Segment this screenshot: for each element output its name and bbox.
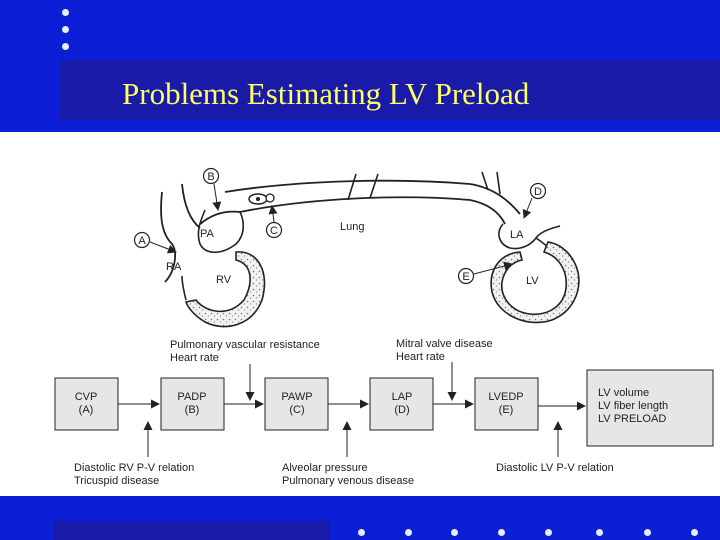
slide-title: Problems Estimating LV Preload xyxy=(122,76,530,111)
box-padp-tag: (B) xyxy=(185,404,200,416)
bullet-dot-2 xyxy=(62,26,69,33)
result-line-1: LV volume xyxy=(598,387,649,399)
footer-dot-5 xyxy=(545,529,552,536)
label-la: LA xyxy=(510,229,524,241)
box-padp: PADP (B) xyxy=(160,377,225,431)
box-pawp: PAWP (C) xyxy=(264,377,329,431)
factor-top-2-line-1: Mitral valve disease xyxy=(396,338,493,350)
box-cvp-tag: (A) xyxy=(79,404,94,416)
footer-dot-8 xyxy=(691,529,698,536)
footer-dot-3 xyxy=(451,529,458,536)
pulmonary-vessel-bottom xyxy=(239,196,506,225)
footer-dot-6 xyxy=(596,529,603,536)
lv-branch xyxy=(481,171,501,195)
marker-b: B xyxy=(202,167,220,185)
box-lvedp-tag: (E) xyxy=(499,404,514,416)
result-line-3: LV PRELOAD xyxy=(598,413,666,425)
right-ventricle-wall xyxy=(184,251,266,328)
marker-d: D xyxy=(529,182,547,200)
factor-bottom-2-line-2: Pulmonary venous disease xyxy=(282,475,414,487)
box-lap: LAP (D) xyxy=(369,377,434,431)
footer-dot-7 xyxy=(644,529,651,536)
label-ra: RA xyxy=(166,261,182,273)
right-atrium-outline xyxy=(160,183,241,283)
factor-top-1-line-2: Heart rate xyxy=(170,352,219,364)
marker-a: A xyxy=(133,231,151,249)
footer-dot-1 xyxy=(358,529,365,536)
marker-c-label: C xyxy=(270,225,278,237)
box-pawp-tag: (C) xyxy=(289,404,304,416)
factor-bottom-2-line-1: Alveolar pressure xyxy=(282,462,368,474)
label-rv: RV xyxy=(216,274,232,286)
factor-bottom-1-line-1: Diastolic RV P-V relation xyxy=(74,462,194,474)
footer-dot-2 xyxy=(405,529,412,536)
preload-diagram: A B C D E PA RA RV Lung LA LV Pulmonary … xyxy=(54,167,714,487)
box-lvedp-name: LVEDP xyxy=(488,391,523,403)
label-lung: Lung xyxy=(340,221,364,233)
box-lv-preload: LV volume LV fiber length LV PRELOAD xyxy=(586,369,714,447)
pulmonary-artery xyxy=(197,209,245,254)
box-lvedp: LVEDP (E) xyxy=(474,377,539,431)
figure-panel: A B C D E PA RA RV Lung LA LV Pulmonary … xyxy=(0,132,720,496)
factor-bottom-3-line-1: Diastolic LV P-V relation xyxy=(496,462,614,474)
factor-top-1-line-1: Pulmonary vascular resistance xyxy=(170,339,320,351)
factor-bottom-1-line-2: Tricuspid disease xyxy=(74,475,159,487)
bullet-dot-1 xyxy=(62,9,69,16)
box-lap-tag: (D) xyxy=(394,404,409,416)
footer-bar xyxy=(54,521,330,540)
left-ventricle-wall xyxy=(490,241,580,324)
box-lap-name: LAP xyxy=(392,391,413,403)
title-bar xyxy=(60,60,720,120)
result-line-2: LV fiber length xyxy=(598,400,668,412)
box-cvp: CVP (A) xyxy=(54,377,119,431)
factor-top-2-line-2: Heart rate xyxy=(396,351,445,363)
lung-branch xyxy=(347,173,379,201)
footer-dot-4 xyxy=(498,529,505,536)
marker-e-label: E xyxy=(462,271,469,283)
box-pawp-name: PAWP xyxy=(281,391,312,403)
box-padp-name: PADP xyxy=(177,391,206,403)
marker-d-label: D xyxy=(534,186,542,198)
label-lv: LV xyxy=(526,275,539,287)
marker-e: E xyxy=(457,267,475,285)
box-cvp-name: CVP xyxy=(75,391,98,403)
marker-c: C xyxy=(265,221,283,239)
label-pa: PA xyxy=(200,228,215,240)
marker-b-label: B xyxy=(207,171,214,183)
marker-a-label: A xyxy=(138,235,146,247)
pulmonary-vessel-top xyxy=(224,179,521,215)
bullet-dot-3 xyxy=(62,43,69,50)
